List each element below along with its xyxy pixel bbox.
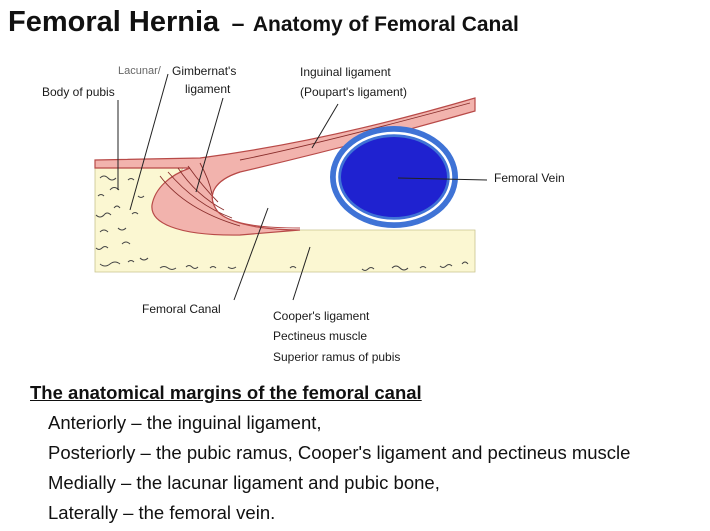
leader-femoral-vein bbox=[397, 177, 488, 181]
femoral-canal-space bbox=[211, 171, 301, 229]
margin-lateral: Laterally – the femoral vein. bbox=[48, 502, 276, 523]
leader-inguinal bbox=[311, 103, 339, 149]
label-body-of-pubis: Body of pubis bbox=[42, 85, 115, 99]
margin-anterior: Anteriorly – the inguinal ligament, bbox=[48, 412, 322, 433]
ligament-fibers bbox=[159, 102, 471, 227]
label-coopers-ligament: Cooper's ligament bbox=[273, 309, 370, 323]
label-lacunar: Lacunar/ bbox=[118, 65, 162, 77]
title-dash: – bbox=[231, 10, 245, 36]
label-gimbernat-line1: Gimbernat's bbox=[172, 64, 236, 78]
femoral-vein-lumen bbox=[341, 137, 447, 217]
label-gimbernat-line2: ligament bbox=[185, 82, 231, 96]
label-pectineus: Pectineus muscle bbox=[273, 329, 367, 343]
margin-posterior: Posteriorly – the pubic ramus, Cooper's … bbox=[48, 442, 631, 463]
label-inguinal-line2: (Poupart's ligament) bbox=[300, 85, 407, 99]
page-title: Femoral Hernia – Anatomy of Femoral Cana… bbox=[8, 6, 519, 39]
leader-femoral-canal bbox=[233, 207, 269, 301]
margin-medial: Medially – the lacunar ligament and pubi… bbox=[48, 472, 440, 493]
title-subtitle: Anatomy of Femoral Canal bbox=[252, 13, 519, 36]
femoral-canal-diagram: Lacunar/ Gimbernat's ligament Body of pu… bbox=[42, 64, 565, 364]
bone-trabeculae bbox=[95, 175, 469, 271]
margins-heading: The anatomical margins of the femoral ca… bbox=[30, 382, 422, 403]
label-superior-ramus: Superior ramus of pubis bbox=[273, 350, 400, 364]
leader-lacunar bbox=[129, 73, 169, 211]
label-femoral-canal: Femoral Canal bbox=[142, 302, 221, 316]
title-main: Femoral Hernia bbox=[8, 6, 220, 38]
label-inguinal-line1: Inguinal ligament bbox=[300, 65, 391, 79]
label-femoral-vein: Femoral Vein bbox=[494, 171, 565, 185]
leader-gimbernat bbox=[195, 97, 224, 193]
leader-coopers bbox=[292, 246, 311, 301]
femoral-vein-ring bbox=[335, 131, 453, 223]
margins-section: The anatomical margins of the femoral ca… bbox=[30, 382, 630, 528]
